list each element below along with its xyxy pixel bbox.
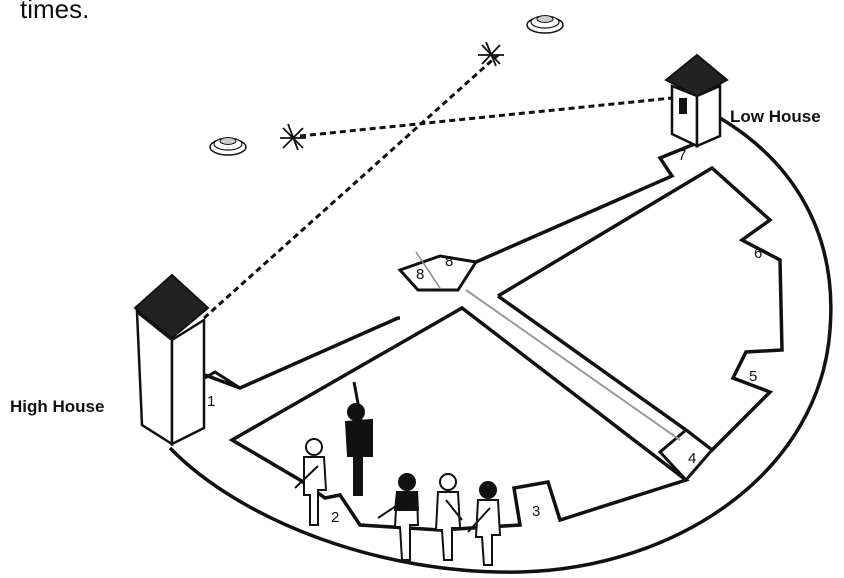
shooter-figure-icon <box>294 438 328 526</box>
center-line <box>465 289 681 441</box>
station-4-box <box>657 428 715 483</box>
shooter-figure-icon <box>377 473 420 561</box>
station-label: 8 <box>416 266 424 283</box>
low-house-flight-path <box>299 96 673 138</box>
station-1-notch <box>204 370 241 390</box>
low-house-label: Low House <box>730 107 821 126</box>
walkway-upper-edge <box>204 316 400 390</box>
station-label: 5 <box>749 368 757 385</box>
low-house <box>664 53 729 148</box>
clay-target-icon <box>209 137 247 156</box>
station-label: 3 <box>532 503 540 520</box>
station-label: 2 <box>331 509 339 526</box>
walkway-upper-edge-2 <box>475 141 698 264</box>
field-outer-arc <box>168 116 833 574</box>
station-label: 6 <box>754 245 762 262</box>
shooter-figure-icon <box>434 473 463 561</box>
shooter-figure-icon <box>467 481 502 566</box>
inner-right-region <box>496 165 784 453</box>
high-house <box>133 273 210 447</box>
station-label: 8 <box>445 253 453 270</box>
clay-target-icon <box>526 15 564 34</box>
target-burst-icon <box>478 41 504 67</box>
high-house-label: High House <box>10 397 104 416</box>
station-label: 4 <box>688 450 696 467</box>
station-label: 1 <box>207 393 215 410</box>
high-house-flight-path <box>202 53 500 320</box>
header-fragment: times. <box>20 0 89 24</box>
station-label: 7 <box>678 147 686 164</box>
target-burst-icon <box>280 123 306 151</box>
shooter-figure-icon <box>344 381 373 496</box>
station-8-box <box>397 254 479 292</box>
